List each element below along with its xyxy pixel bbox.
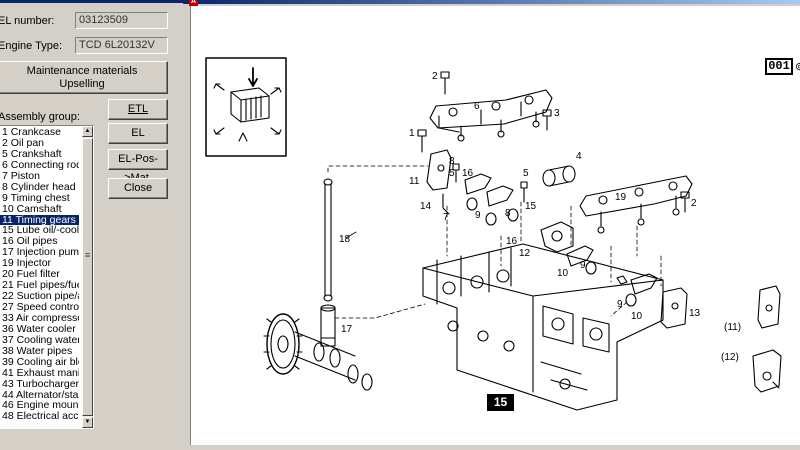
list-scrollbar[interactable]: ▲ ≡ ▼ (82, 126, 93, 428)
callout-11: 11 (409, 176, 420, 187)
inset-12-label: (12) (721, 352, 739, 363)
assembly-group-item[interactable]: 37 Cooling water pun (2, 334, 79, 346)
el-number-field[interactable]: 03123509 (75, 12, 168, 29)
callout-12: 12 (519, 248, 531, 259)
etl-button[interactable]: ETL (108, 99, 168, 120)
cam-follower-parts (540, 221, 688, 329)
callout-7: 7 (443, 212, 449, 223)
close-button[interactable]: Close (108, 178, 168, 199)
maintenance-button-line2: Upselling (59, 78, 105, 90)
callout-16b: 16 (506, 236, 518, 247)
assembly-group-item[interactable]: 2 Oil pan (2, 137, 45, 149)
callout-3: 3 (554, 108, 560, 119)
assembly-group-item[interactable]: 17 Injection pump (2, 247, 79, 259)
scrollbar-grip-icon: ≡ (85, 250, 91, 260)
el-number-label: EL number: (0, 15, 55, 27)
maintenance-materials-button[interactable]: Maintenance materials Upselling (0, 61, 168, 94)
camshaft-gear (263, 313, 373, 391)
callout-8a: 8 (449, 156, 455, 167)
bolts (417, 71, 690, 213)
callout-1: 1 (409, 128, 415, 139)
callout-5a: 5 (523, 168, 529, 179)
app-icon: A (189, 0, 198, 6)
assembly-group-item[interactable]: 48 Electrical access (2, 411, 79, 423)
callout-18: 18 (339, 234, 351, 245)
assembly-group-item[interactable]: 27 Speed control (2, 302, 79, 313)
callout-16a: 16 (462, 168, 474, 179)
callout-13: 13 (689, 308, 701, 319)
assembly-group-item[interactable]: 15 Lube oil/-cooler (2, 225, 79, 237)
rocker-arm-bracket (429, 89, 553, 142)
callout-14: 14 (420, 201, 432, 212)
assembly-group-item[interactable]: 19 Injector (2, 258, 52, 270)
rocker-arm-parts (426, 149, 519, 226)
page-number-box: 001 (765, 58, 793, 75)
engine-type-field[interactable]: TCD 6L20132V (75, 37, 168, 54)
engine-type-label: Engine Type: (0, 40, 63, 52)
assembly-group-item[interactable]: 10 Camshaft (2, 203, 62, 215)
exploded-view-canvas[interactable]: 2 6 1 3 4 5 8 5 11 16 14 7 9 8 15 16 12 … (190, 6, 800, 445)
assembly-group-item[interactable]: 46 Engine mounting, (2, 400, 79, 412)
assembly-group-item[interactable]: 1 Crankcase (2, 127, 61, 138)
assembly-group-label: Assembly group: (0, 111, 80, 123)
assembly-group-item[interactable]: 36 Water cooler (2, 323, 76, 335)
detail-insets (752, 285, 782, 393)
callout-2a: 2 (432, 71, 438, 82)
rocker-arm-bracket-right (579, 175, 693, 234)
callout-9a: 9 (475, 210, 481, 221)
assembly-group-item[interactable]: 44 Alternator/starter (2, 389, 79, 401)
assembly-group-item[interactable]: 43 Turbocharger (2, 378, 79, 390)
push-rod (323, 178, 357, 302)
assembly-leader-lines (327, 165, 662, 319)
assembly-group-item[interactable]: 11 Timing gears (0, 214, 79, 226)
assembly-group-item[interactable]: 8 Cylinder head (2, 181, 76, 193)
parts-catalog-dialog: EL number: 03123509 Engine Type: TCD 6L2… (0, 0, 183, 450)
assembly-group-item[interactable]: 7 Piston (2, 170, 40, 182)
callout-labels: 2 6 1 3 4 5 8 5 11 16 14 7 9 8 15 16 12 … (339, 71, 741, 363)
callout-2b: 2 (691, 198, 697, 209)
circled-symbol-icon: ⊚ (795, 60, 800, 73)
etl-button-label: ETL (127, 103, 149, 115)
sheet-label: 15 (487, 394, 514, 411)
tappet (320, 304, 336, 347)
assembly-group-item[interactable]: 33 Air compressor (2, 312, 79, 324)
exploded-view-drawing: 2 6 1 3 4 5 8 5 11 16 14 7 9 8 15 16 12 … (205, 57, 782, 411)
callout-15: 15 (525, 201, 537, 212)
exploded-drawing-window: A (183, 0, 800, 450)
callout-5b: 5 (449, 168, 455, 179)
drawing-titlebar[interactable] (183, 0, 800, 4)
callout-9b: 9 (580, 260, 586, 271)
callout-4: 4 (576, 151, 582, 162)
assembly-group-item[interactable]: 38 Water pipes (2, 345, 73, 357)
scroll-down-arrow-icon[interactable]: ▼ (82, 417, 93, 428)
callout-19: 19 (615, 192, 627, 203)
assembly-group-item[interactable]: 39 Cooling air blower (2, 356, 79, 368)
assembly-group-item[interactable]: 20 Fuel filter (2, 269, 60, 281)
callout-10a: 10 (557, 268, 569, 279)
scrollbar-thumb[interactable]: ≡ (82, 138, 93, 416)
callout-6: 6 (474, 101, 480, 112)
assembly-group-item[interactable]: 9 Timing chest (2, 192, 70, 204)
maintenance-button-line1: Maintenance materials (26, 65, 138, 77)
el-pos-mat-button[interactable]: EL-Pos->Mat. (108, 149, 168, 184)
el-button[interactable]: EL (108, 123, 168, 144)
inset-11-label: (11) (724, 322, 741, 333)
assembly-group-item[interactable]: 21 Fuel pipes/fuel ta (2, 280, 79, 292)
dialog-titlebar[interactable] (0, 0, 183, 3)
assembly-group-item[interactable]: 16 Oil pipes (2, 236, 58, 248)
cylinder-head (422, 243, 664, 411)
scroll-up-arrow-icon[interactable]: ▲ (82, 126, 93, 137)
callout-8b: 8 (505, 208, 511, 219)
callout-9c: 9 (617, 299, 623, 310)
assembly-group-item[interactable]: 6 Connecting rod (2, 159, 79, 171)
orientation-inset (205, 57, 287, 157)
callout-17: 17 (341, 324, 353, 335)
sleeve-part (542, 165, 576, 187)
assembly-group-item[interactable]: 5 Crankshaft (2, 148, 62, 160)
assembly-group-item[interactable]: 22 Suction pipe/air c (2, 291, 79, 302)
callout-10b: 10 (631, 311, 643, 322)
assembly-group-item[interactable]: 41 Exhaust manifold (2, 367, 79, 379)
